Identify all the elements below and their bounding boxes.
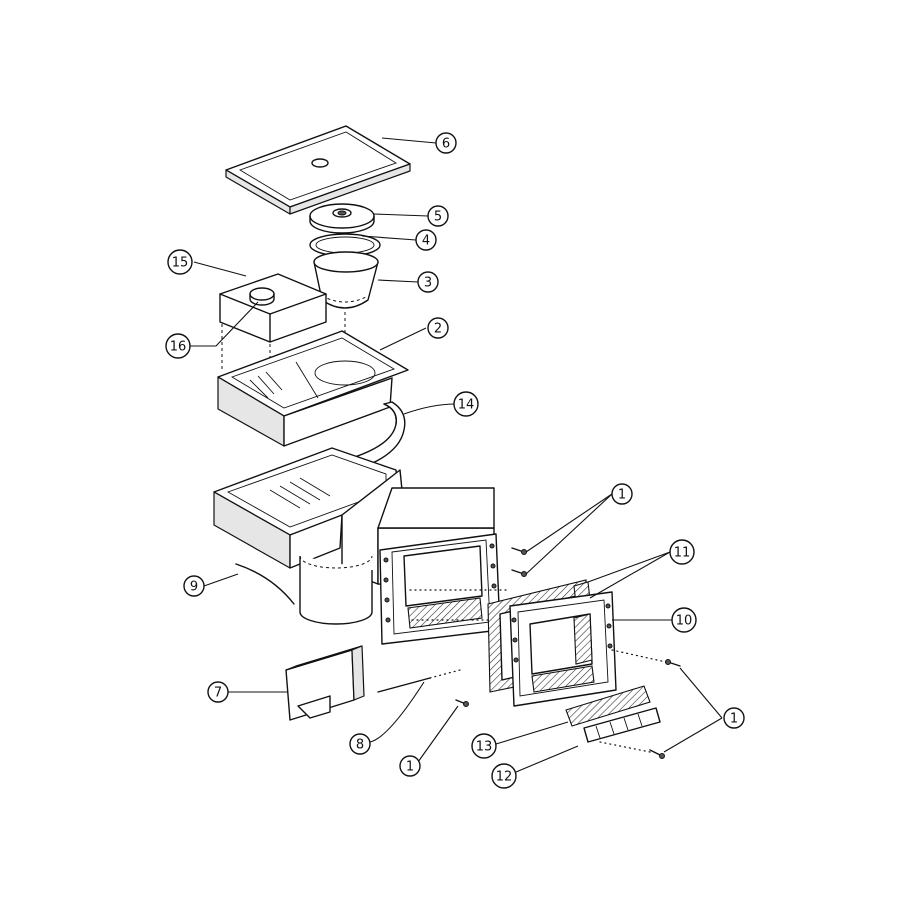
callout-12: 12 bbox=[491, 763, 517, 789]
callout-1-top: 1 bbox=[611, 483, 633, 505]
callout-label: 13 bbox=[476, 740, 493, 755]
callout-label: 5 bbox=[434, 210, 442, 225]
leader-lines bbox=[190, 137, 723, 773]
callout-label: 15 bbox=[172, 256, 189, 271]
callout-8: 8 bbox=[349, 733, 371, 755]
callout-6: 6 bbox=[435, 132, 457, 154]
part-strip bbox=[235, 563, 295, 605]
callout-label: 12 bbox=[496, 770, 513, 785]
callout-11: 11 bbox=[669, 539, 695, 565]
callout-label: 7 bbox=[214, 686, 222, 701]
callout-label: 8 bbox=[356, 738, 364, 753]
part-screws bbox=[455, 547, 681, 759]
callout-label: 3 bbox=[424, 276, 432, 291]
callout-label: 1 bbox=[730, 712, 738, 727]
callout-label: 2 bbox=[434, 322, 442, 337]
callout-label: 1 bbox=[618, 488, 626, 503]
part-basket-ring bbox=[309, 233, 381, 257]
callout-15: 15 bbox=[167, 249, 193, 275]
callout-1-bottom-left: 1 bbox=[399, 755, 421, 777]
callout-4: 4 bbox=[415, 229, 437, 251]
part-face-plate bbox=[509, 591, 617, 707]
callout-label: 10 bbox=[676, 614, 693, 629]
part-deck-lid bbox=[225, 125, 411, 215]
part-pin bbox=[377, 669, 461, 693]
part-basket bbox=[313, 251, 379, 345]
callout-13: 13 bbox=[471, 733, 497, 759]
callout-label: 11 bbox=[674, 546, 691, 561]
callout-label: 9 bbox=[190, 580, 198, 595]
callout-3: 3 bbox=[417, 271, 439, 293]
callout-label: 14 bbox=[458, 398, 475, 413]
callout-5: 5 bbox=[427, 205, 449, 227]
callout-label: 16 bbox=[170, 340, 187, 355]
callout-1-right: 1 bbox=[723, 707, 745, 729]
callout-label: 1 bbox=[406, 760, 414, 775]
part-basket-cover bbox=[309, 203, 375, 234]
callout-16: 16 bbox=[165, 333, 191, 359]
callout-7: 7 bbox=[207, 681, 229, 703]
part-float-tank bbox=[219, 273, 327, 380]
part-mouth-frame bbox=[379, 533, 511, 645]
callout-2: 2 bbox=[427, 317, 449, 339]
callout-label: 4 bbox=[422, 234, 430, 249]
callout-14: 14 bbox=[453, 391, 479, 417]
part-grille bbox=[565, 685, 661, 743]
callout-9: 9 bbox=[183, 575, 205, 597]
callout-label: 6 bbox=[442, 137, 450, 152]
part-basket-tray bbox=[217, 330, 409, 447]
callout-10: 10 bbox=[671, 607, 697, 633]
part-weir-block bbox=[285, 645, 365, 721]
